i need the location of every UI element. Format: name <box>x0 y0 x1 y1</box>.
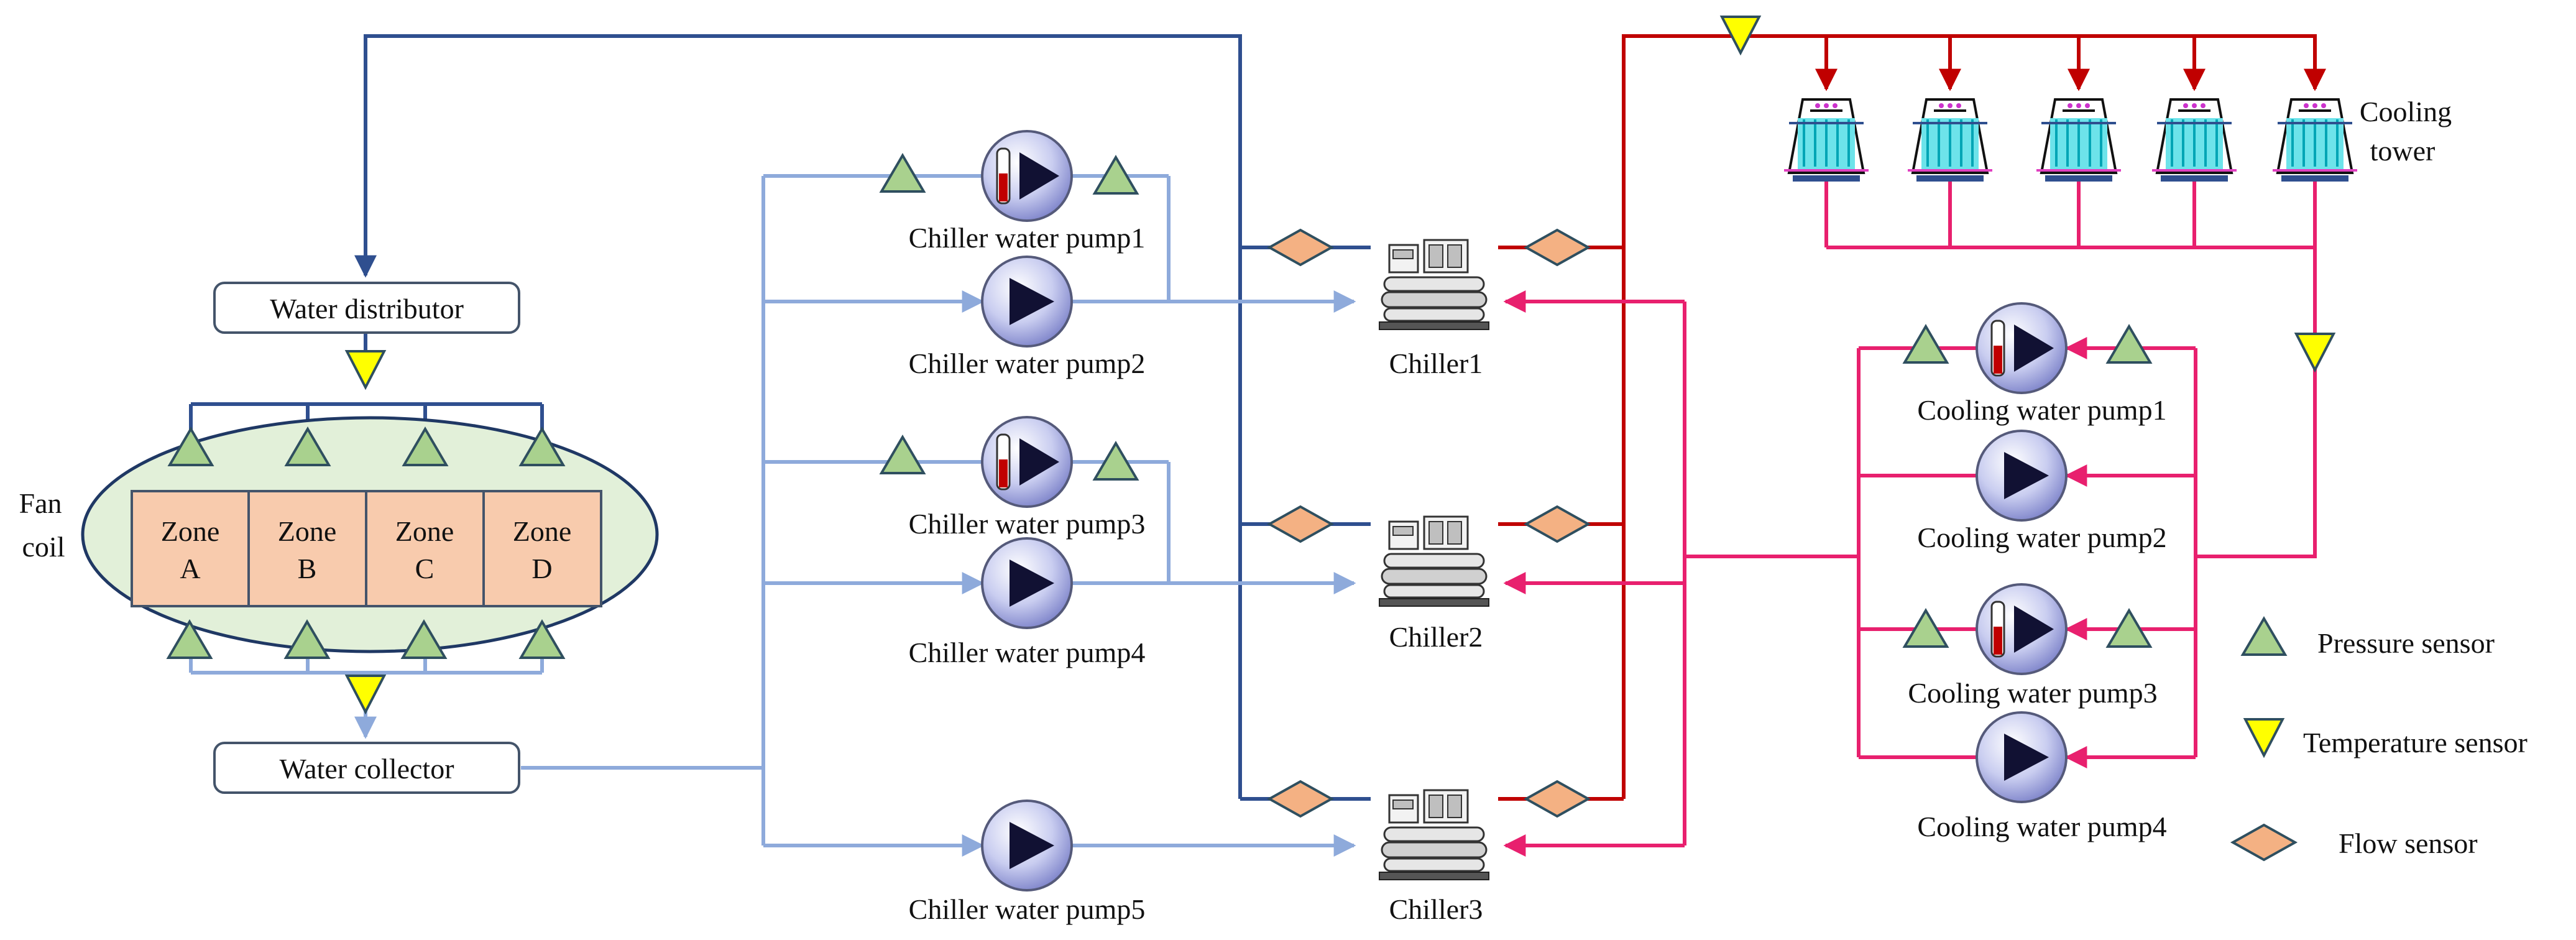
legend: Pressure sensor Temperature sensor Flow … <box>2232 617 2528 861</box>
pump-icon <box>1976 302 2068 394</box>
fan-coil-unit <box>81 416 659 653</box>
pressure-sensor-icon[interactable] <box>880 436 925 474</box>
chiller-1[interactable]: Chiller1 <box>1378 239 1490 379</box>
pump-icon <box>981 537 1073 629</box>
flow-sensor-icon[interactable] <box>1268 229 1333 266</box>
chiller-water-pump-2[interactable]: Chiller water pump2 <box>909 256 1146 379</box>
chilled-water-supply-pipes <box>180 34 1371 801</box>
legend-item-temperature: Temperature sensor <box>2244 718 2528 758</box>
temperature-sensor-icon[interactable] <box>346 350 385 389</box>
flow-sensor-icon[interactable] <box>1268 780 1333 818</box>
cooling-tower-icon <box>2035 98 2122 183</box>
cooling-water-pump-4[interactable]: Cooling water pump4 <box>1917 711 2167 842</box>
zone-b-label-line2: B <box>298 553 317 584</box>
temperature-sensor-icon[interactable] <box>2295 333 2335 371</box>
legend-flow-label: Flow sensor <box>2339 827 2478 859</box>
chiller-water-pump-1-label: Chiller water pump1 <box>909 222 1146 254</box>
chiller-3-label: Chiller3 <box>1389 893 1483 925</box>
chiller-water-pump-1[interactable]: Chiller water pump1 <box>909 130 1146 254</box>
zone-a-label-line1: Zone <box>161 515 220 547</box>
chiller-3[interactable]: Chiller3 <box>1378 789 1490 925</box>
condenser-cool-pipes <box>1503 180 2317 857</box>
pressure-sensor-icon[interactable] <box>880 154 925 193</box>
water-collector[interactable]: Water collector <box>213 742 520 794</box>
chiller-icon <box>1378 789 1490 881</box>
pump-icon <box>981 799 1073 892</box>
water-distributor-label: Water distributor <box>270 293 464 325</box>
pressure-sensor-icon[interactable] <box>1903 325 1948 364</box>
cooling-tower-icon <box>1783 98 1870 183</box>
pump-icon <box>1976 711 2068 803</box>
cooling-water-pump-1-label: Cooling water pump1 <box>1917 394 2166 426</box>
cooling-water-pump-2-label: Cooling water pump2 <box>1917 522 2166 553</box>
zone-c-label-line1: Zone <box>395 515 454 547</box>
zone-a-label-line2: A <box>180 553 200 584</box>
legend-pressure-label: Pressure sensor <box>2317 627 2495 659</box>
chiller-water-pump-5[interactable]: Chiller water pump5 <box>909 799 1146 925</box>
cooling-water-pump-2[interactable]: Cooling water pump2 <box>1917 430 2167 553</box>
water-collector-label: Water collector <box>279 753 454 785</box>
zone-a[interactable]: Zone A <box>161 515 220 584</box>
legend-item-pressure: Pressure sensor <box>2242 617 2495 659</box>
pressure-sensor-icon[interactable] <box>2107 325 2151 364</box>
cooling-water-pump-3-label: Cooling water pump3 <box>1908 677 2157 709</box>
temperature-sensor-icon[interactable] <box>346 675 385 713</box>
chiller-water-pump-5-label: Chiller water pump5 <box>909 893 1146 925</box>
cooling-tower-2[interactable] <box>1907 98 1994 183</box>
chiller-water-pump-4[interactable]: Chiller water pump4 <box>909 537 1146 668</box>
zone-b[interactable]: Zone B <box>278 515 337 584</box>
cooling-tower-icon <box>2271 98 2358 183</box>
pump-icon <box>981 130 1073 222</box>
cooling-tower-label-line1: Cooling <box>2360 96 2452 127</box>
zone-b-label-line1: Zone <box>278 515 337 547</box>
fan-coil-label-line1: Fan <box>19 487 62 519</box>
chiller-1-label: Chiller1 <box>1389 348 1483 379</box>
pump-icon <box>1976 583 2068 675</box>
cooling-water-pump-1[interactable]: Cooling water pump1 <box>1917 302 2167 426</box>
cooling-tower-icon <box>1907 98 1994 183</box>
cooling-tower-4[interactable] <box>2151 98 2238 183</box>
temperature-sensor-icon <box>2244 718 2284 757</box>
water-distributor[interactable]: Water distributor <box>213 282 520 334</box>
chiller-water-pump-3-label: Chiller water pump3 <box>909 508 1146 540</box>
flow-sensor-icon[interactable] <box>1525 229 1589 266</box>
legend-item-flow: Flow sensor <box>2232 824 2478 861</box>
pressure-sensor-icon <box>2242 617 2286 656</box>
flow-sensor-icon[interactable] <box>1525 505 1589 543</box>
zone-c[interactable]: Zone C <box>395 515 454 584</box>
cooling-tower-3[interactable] <box>2035 98 2122 183</box>
pump-icon <box>981 416 1073 508</box>
pump-icon <box>1976 430 2068 522</box>
flow-sensor-icon[interactable] <box>1525 780 1589 818</box>
cooling-tower-icon <box>2151 98 2238 183</box>
legend-temperature-label: Temperature sensor <box>2303 727 2528 758</box>
zone-c-label-line2: C <box>415 553 435 584</box>
zone-d[interactable]: Zone D <box>513 515 572 584</box>
chiller-2-label: Chiller2 <box>1389 621 1483 653</box>
flow-sensor-icon[interactable] <box>1268 505 1333 543</box>
cooling-tower-label-line2: tower <box>2370 135 2436 167</box>
chiller-icon <box>1378 239 1490 331</box>
chiller-water-pump-4-label: Chiller water pump4 <box>909 637 1146 668</box>
chiller-water-pump-3[interactable]: Chiller water pump3 <box>909 416 1146 540</box>
flow-sensor-icon <box>2232 824 2296 861</box>
chiller-icon <box>1378 515 1490 607</box>
zone-d-label-line2: D <box>531 553 552 584</box>
zone-d-label-line1: Zone <box>513 515 572 547</box>
chiller-2[interactable]: Chiller2 <box>1378 515 1490 653</box>
cooling-water-pump-3[interactable]: Cooling water pump3 <box>1908 583 2158 709</box>
pump-icon <box>981 256 1073 348</box>
cooling-tower-1[interactable] <box>1783 98 1870 183</box>
cooling-water-pump-4-label: Cooling water pump4 <box>1917 811 2166 842</box>
chiller-water-pump-2-label: Chiller water pump2 <box>909 348 1146 379</box>
cooling-tower-5[interactable] <box>2271 98 2358 183</box>
fan-coil-label-line2: coil <box>22 531 65 563</box>
